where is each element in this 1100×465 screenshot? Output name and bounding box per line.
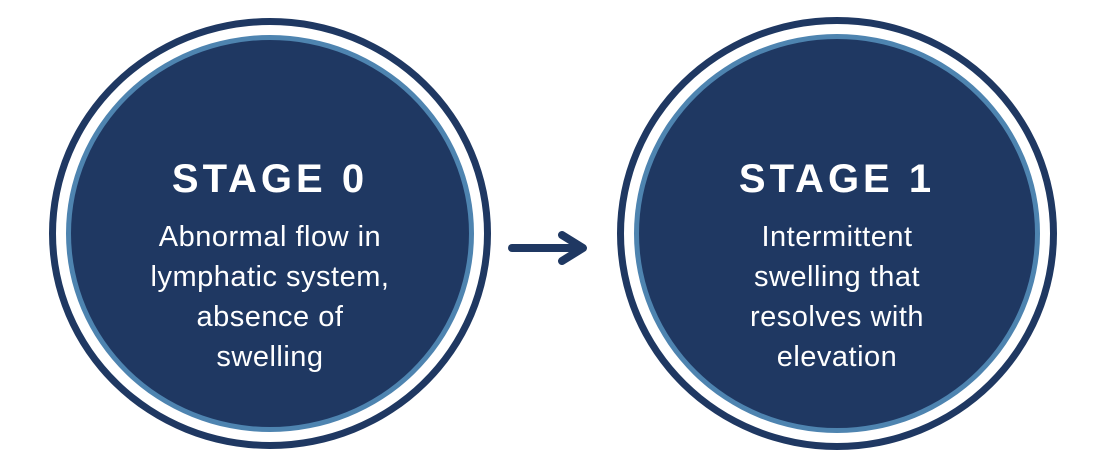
stage-0-desc-line: absence of bbox=[196, 300, 344, 333]
stage-1-desc-line: elevation bbox=[776, 340, 898, 373]
stage-0-desc-line: Abnormal flow in bbox=[158, 220, 382, 253]
stage-0-content: STAGE 0 Abnormal flow in lymphatic syste… bbox=[151, 155, 390, 377]
stage-1-title: STAGE 1 bbox=[738, 156, 936, 201]
stage-1-desc-line: Intermittent bbox=[761, 220, 913, 253]
stage-0-desc-line: swelling bbox=[216, 340, 324, 373]
stage-1-circle: STAGE 1 Intermittent swelling that resol… bbox=[617, 17, 1057, 450]
stage-0-description: Abnormal flow in lymphatic system, absen… bbox=[151, 217, 390, 377]
stage-1-desc-line: swelling that bbox=[753, 260, 921, 293]
stage-0-desc-line: lymphatic system, bbox=[150, 260, 390, 293]
stage-0-circle: STAGE 0 Abnormal flow in lymphatic syste… bbox=[49, 18, 491, 449]
stage-1-description: Intermittent swelling that resolves with… bbox=[739, 217, 935, 377]
stage-1-inner-circle: STAGE 1 Intermittent swelling that resol… bbox=[634, 34, 1040, 433]
stage-0-inner-circle: STAGE 0 Abnormal flow in lymphatic syste… bbox=[66, 35, 474, 432]
right-arrow-head bbox=[558, 231, 587, 265]
stage-0-title: STAGE 0 bbox=[171, 156, 369, 201]
right-arrow-icon bbox=[508, 231, 587, 265]
stage-1-content: STAGE 1 Intermittent swelling that resol… bbox=[739, 155, 935, 377]
stage-1-desc-line: resolves with bbox=[749, 300, 925, 333]
